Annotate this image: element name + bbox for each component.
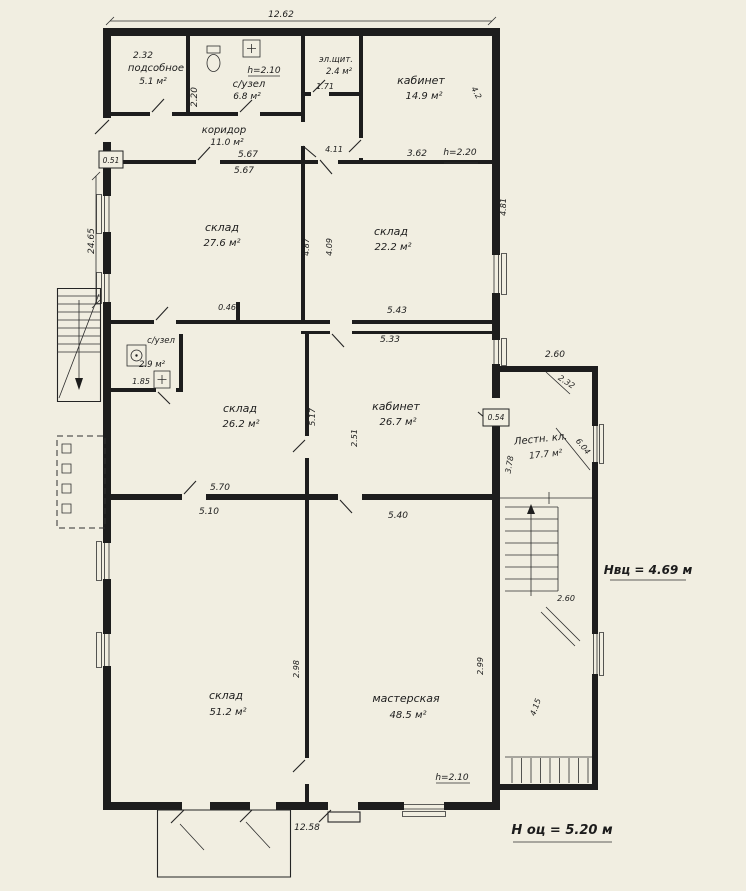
dim-left-side: 24.65 [87,228,97,254]
room-label-suzel-top: с/узел [233,79,266,90]
dashed-structure [56,435,106,529]
dim-annex-door: 0.54 [488,413,505,422]
window-marks [96,194,604,817]
dim-kabinet-top-side: 4.2 [469,85,483,100]
dim-kabinet-top-h: h=2.20 [443,148,477,158]
stair-treads [505,506,559,596]
annex-entry-steps [505,756,592,783]
wall-segments [103,28,598,810]
exterior-stairs-outline [56,287,102,403]
room-label-koridor: коридор [202,125,246,136]
dim-sklad22-side: 4.09 [325,238,334,256]
dim-right-side-top: 4.81 [499,198,508,216]
room-label-suzel-mid: с/узел [147,336,175,346]
dim-koridor-b: 5.67 [234,166,254,176]
dim-box [482,408,510,427]
wall-openings [103,92,598,810]
dim-podsobnoe-h: 2.20 [190,87,200,107]
labels: подсобное 5.1 м² с/узел 6.8 м² h=2.10 эл… [87,10,692,838]
room-label-sklad-27: склад [205,221,239,234]
fixtures [126,39,261,389]
room-area-lestn-kl: 17.7 м² [529,448,564,461]
room-area-suzel-top: 6.8 м² [233,92,261,102]
stair-diagonals [540,371,591,647]
dim-mid-stub: 0.46 [218,303,236,312]
doors [94,79,493,824]
dim-sklad26-side: 5.17 [308,407,317,426]
door-leaf-lines [94,79,493,824]
dim-sklad27-side: 4.87 [302,237,311,256]
room-label-sklad-51: склад [209,689,243,702]
dimension-lines [91,16,686,843]
room-area-kabinet-top: 14.9 м² [406,91,443,102]
porch-hatch [179,821,271,851]
room-label-kabinet-top: кабинет [397,74,445,87]
room-area-elschit: 2.4 м² [326,67,353,77]
dim-master-side: 2.99 [476,657,485,675]
dim-annex-top: 2.60 [545,350,565,360]
walls [103,28,598,810]
door-stoop [327,811,361,823]
dim-line-marks [91,16,686,843]
room-label-lestn-kl: Лестн. кл. [513,431,568,448]
room-label-masterskaya: мастерская [372,692,440,705]
room-area-sklad-26: 26.2 м² [223,419,260,430]
room-label-elschit: эл.щит. [319,55,353,65]
room-label-kabinet-mid: кабинет [372,400,420,413]
room-label-sklad-22: склад [374,225,408,238]
dim-annex-top-b: 2.32 [556,373,576,390]
sink-icon [242,39,261,58]
dim-koridor-a: 5.67 [238,150,258,160]
porch-outline [156,809,292,878]
dim-kabinet-top-w: 3.62 [407,149,427,159]
dim-master-w-top: 5.40 [388,511,408,521]
room-area-sklad-22: 22.2 м² [375,242,412,253]
level-line [500,492,592,504]
dim-suzel-mid-w: 1.85 [132,377,150,386]
dim-annex-stair: 2.60 [557,594,575,603]
room-area-sklad-51: 51.2 м² [210,707,247,718]
dim-sklad22-w: 5.43 [387,306,407,316]
room-height-suzel-top: h=2.10 [247,66,281,76]
dim-top-width: 12.62 [268,10,294,20]
basement-height-note: Н оц = 5.20 м [511,823,613,838]
dim-sklad51-w-top: 5.10 [199,507,219,517]
ceiling-height-note: Нвц = 4.69 м [604,563,693,577]
room-area-sklad-27: 27.6 м² [204,238,241,249]
windows [96,194,604,817]
dim-podsobnoe-w: 2.32 [133,51,153,61]
room-area-koridor: 11.0 м² [210,138,244,148]
room-label-sklad-26: склад [223,402,257,415]
dashed-outline [56,435,106,529]
dim-annex-side: 4.15 [528,697,543,717]
dim-left-stub: 0.51 [103,156,120,165]
dim-kabinet-mid-w-top: 5.33 [380,335,400,345]
room-area-kabinet-mid: 26.7 м² [380,417,417,428]
exterior-stairs-treads [57,293,100,399]
dim-elschit-w: 1.71 [316,82,334,91]
washing-machine-icon [126,344,147,367]
dashed-squares [61,443,72,514]
room-area-podsobnoe: 5.1 м² [139,77,167,87]
room-area-masterskaya: 48.5 м² [390,710,427,721]
sink-icon [153,370,171,389]
dim-sklad26-w: 5.70 [210,483,230,493]
dim-sklad51-side: 2.98 [292,660,301,678]
room-area-suzel-mid: 2.9 м² [139,360,166,370]
down-arrow-icon [75,378,83,390]
porch [156,809,292,878]
stairwell [500,371,592,783]
room-height-masterskaya: h=2.10 [435,773,469,783]
exterior-stairs [56,287,102,403]
dim-bottom-width: 12.58 [294,823,320,833]
up-arrow-icon [527,504,535,514]
dim-vestibule: 4.11 [325,145,343,154]
dim-box [98,150,124,169]
dim-kabinet-mid-side: 2.51 [350,429,359,447]
toilet-icon [206,45,221,72]
room-label-podsobnoe: подсобное [128,62,184,74]
dim-lestn-side: 3.78 [504,455,516,474]
